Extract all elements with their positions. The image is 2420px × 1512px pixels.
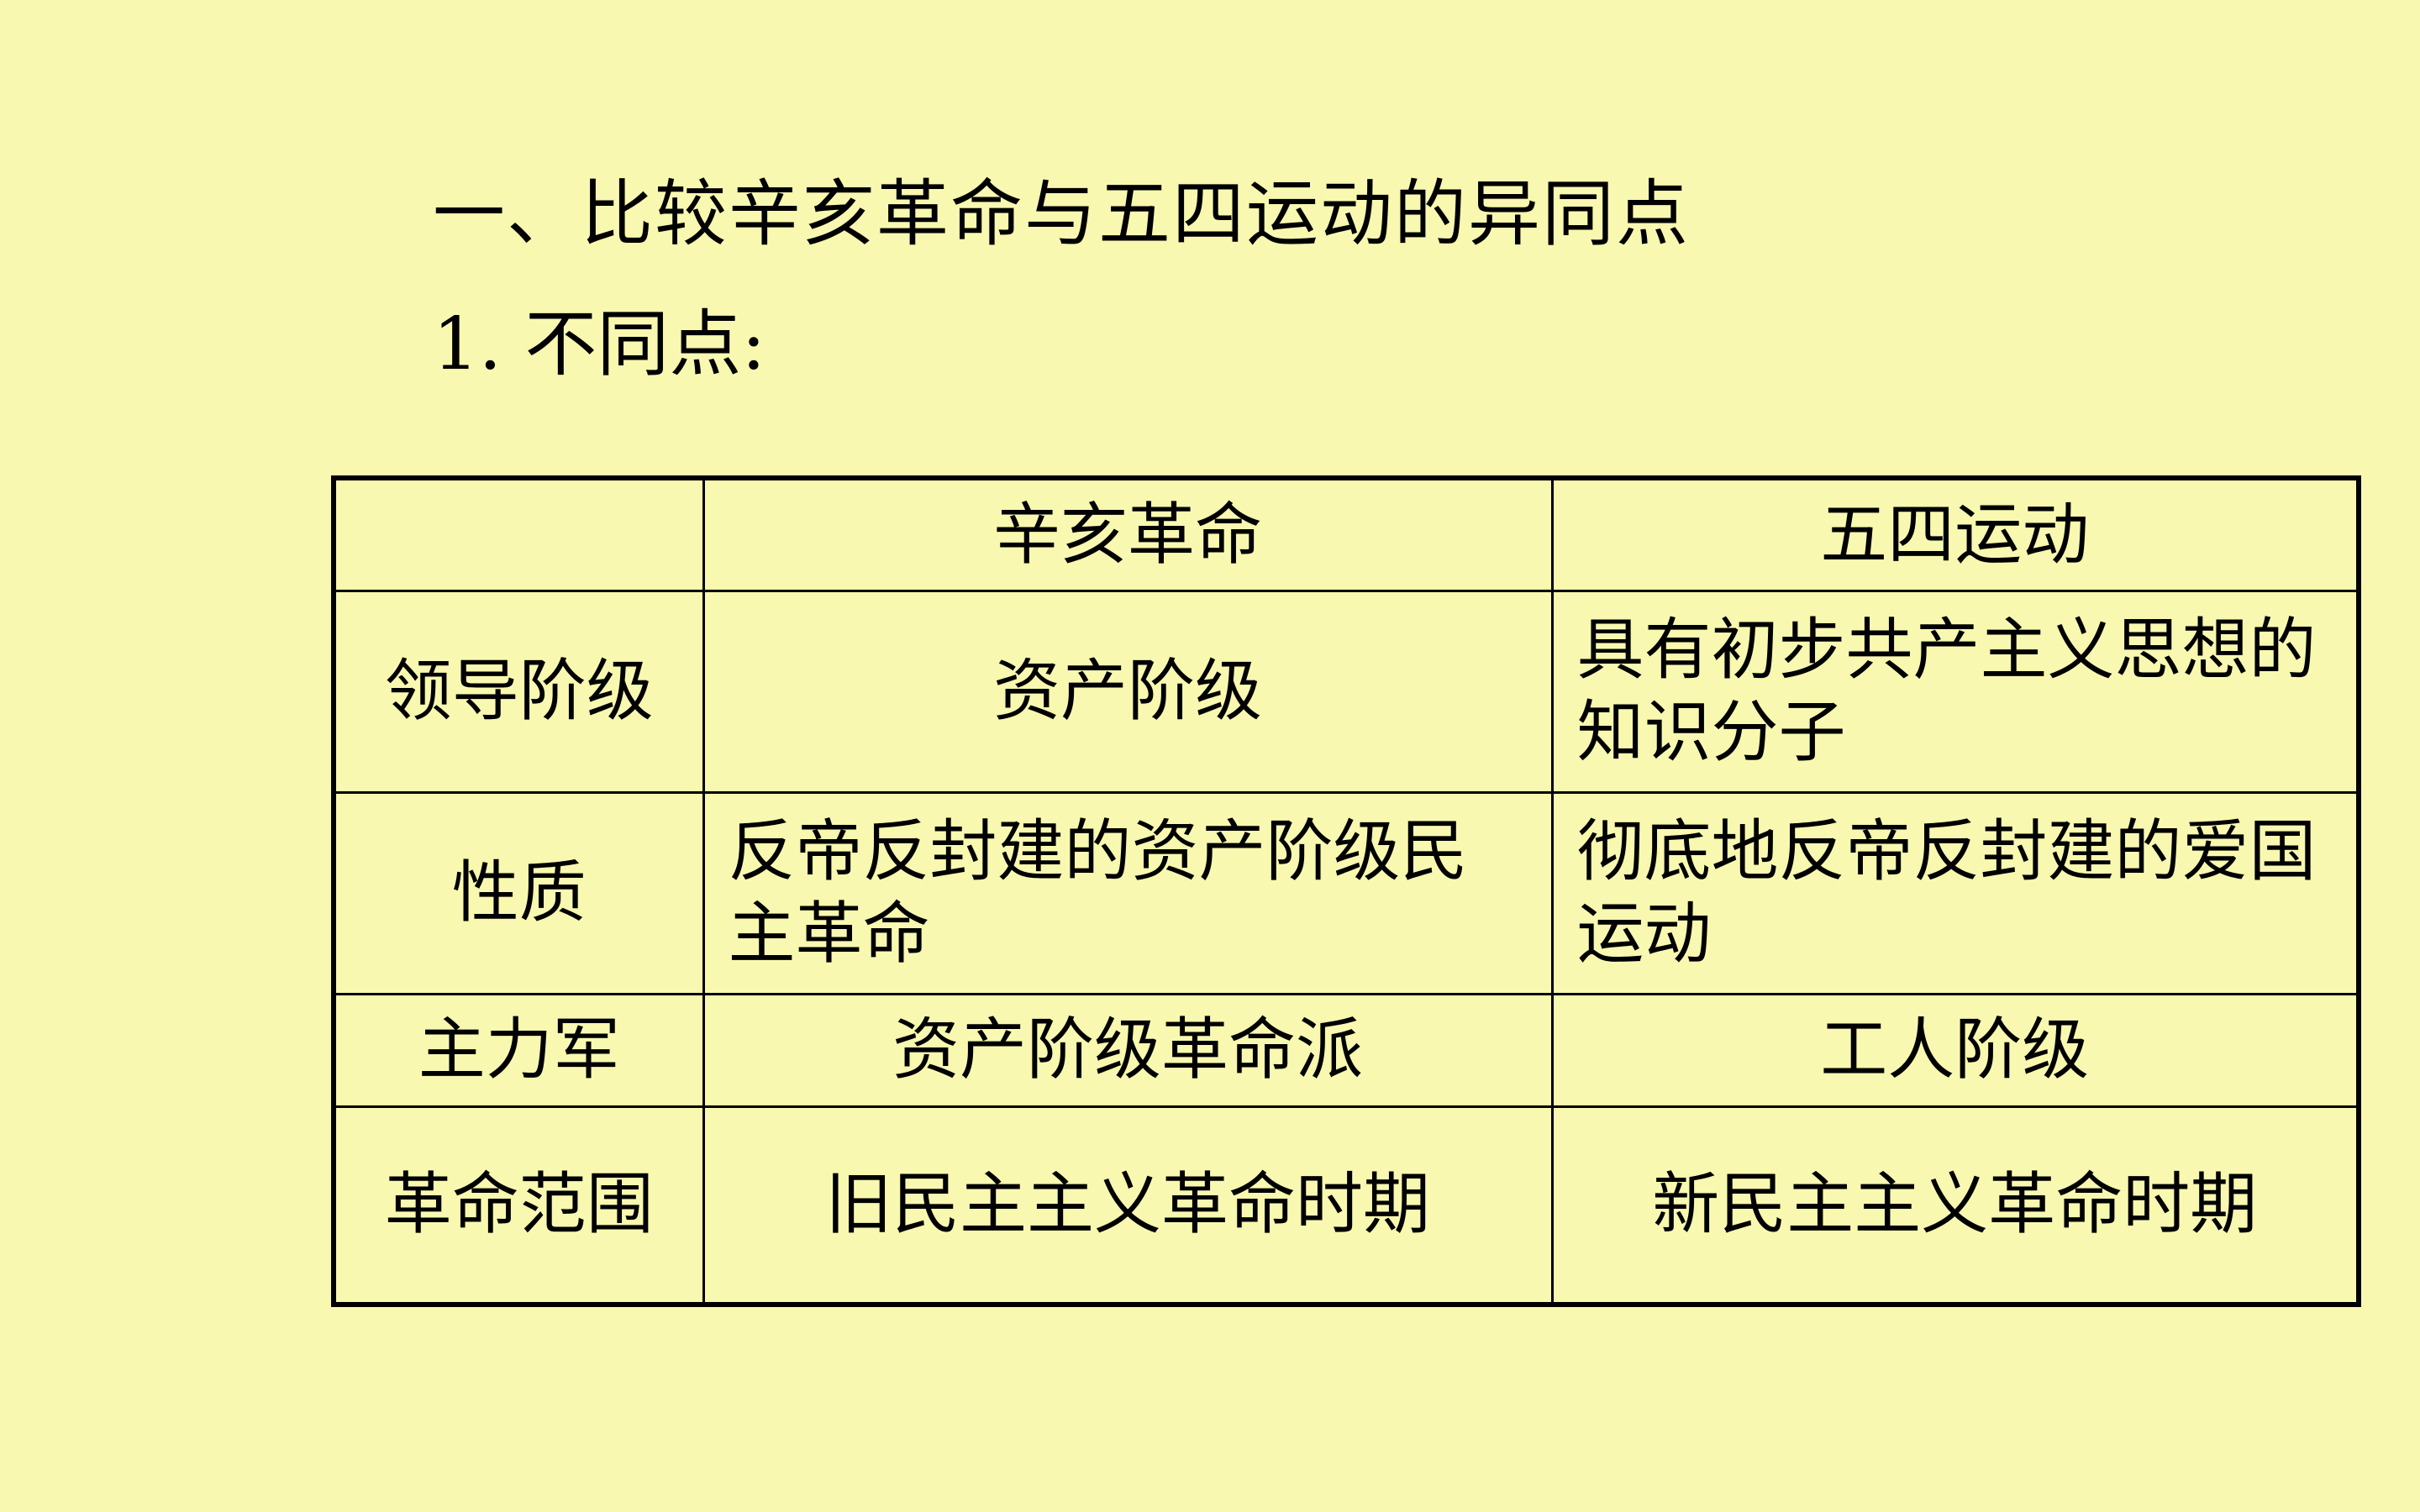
row-label-main-force: 主力军	[332, 992, 705, 1108]
table-header-cell-corner	[332, 476, 705, 592]
section-subtitle: 1. 不同点:	[433, 302, 766, 386]
table-header-cell-xinhai: 辛亥革命	[702, 476, 1554, 592]
cell-xinhai-nature: 反帝反封建的资产阶级民主革命	[702, 790, 1554, 995]
row-label-leading-class: 领导阶级	[332, 589, 705, 794]
table-header-row: 辛亥革命 五四运动	[332, 476, 2360, 592]
page-title: 一、比较辛亥革命与五四运动的异同点	[433, 172, 1690, 256]
table-row: 性质 反帝反封建的资产阶级民主革命 彻底地反帝反封建的爱国运动	[332, 790, 2360, 995]
table-header-cell-wusi: 五四运动	[1550, 476, 2360, 592]
cell-wusi-nature: 彻底地反帝反封建的爱国运动	[1550, 790, 2360, 995]
cell-xinhai-leading-class: 资产阶级	[702, 589, 1554, 794]
table-row: 革命范围 旧民主主义革命时期 新民主主义革命时期	[332, 1105, 2360, 1306]
row-label-nature: 性质	[332, 790, 705, 995]
cell-wusi-leading-class: 具有初步共产主义思想的知识分子	[1550, 589, 2360, 794]
cell-xinhai-scope: 旧民主主义革命时期	[702, 1105, 1554, 1306]
cell-wusi-main-force: 工人阶级	[1550, 992, 2360, 1108]
cell-xinhai-main-force: 资产阶级革命派	[702, 992, 1554, 1108]
table-row: 主力军 资产阶级革命派 工人阶级	[332, 992, 2360, 1108]
table-row: 领导阶级 资产阶级 具有初步共产主义思想的知识分子	[332, 589, 2360, 794]
row-label-scope: 革命范围	[332, 1105, 705, 1306]
comparison-table: 辛亥革命 五四运动 领导阶级 资产阶级 具有初步共产主义思想的知识分子 性质 反…	[331, 475, 2361, 1307]
cell-wusi-scope: 新民主主义革命时期	[1550, 1105, 2360, 1306]
